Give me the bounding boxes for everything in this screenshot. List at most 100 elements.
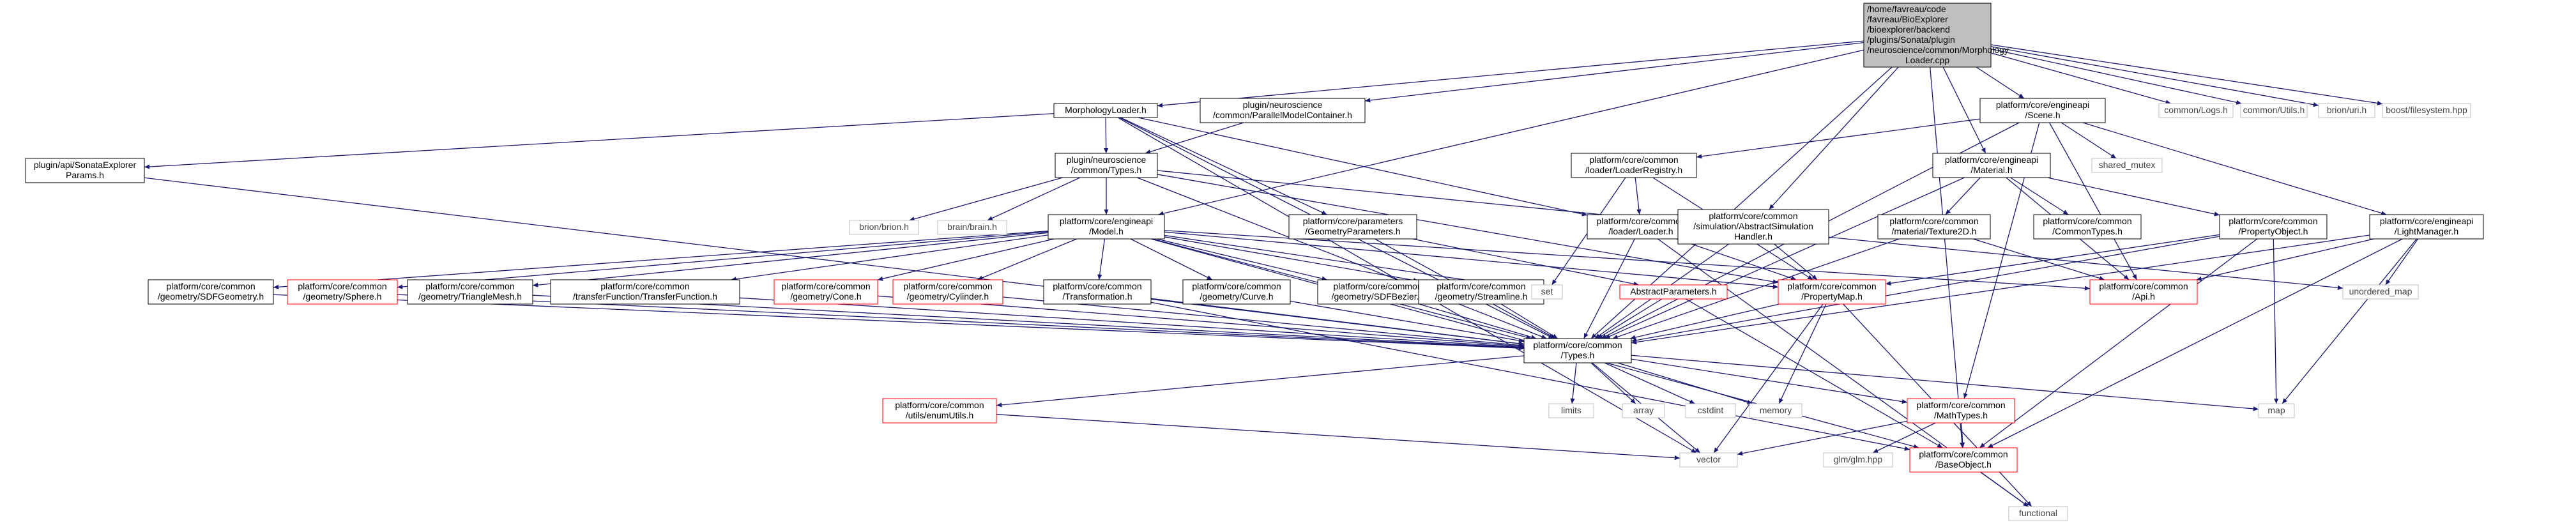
node-brionh: brion/brion.h [849,220,919,235]
node-texture2d[interactable]: platform/core/common/material/Texture2D.… [1877,214,1991,240]
edge-material-to-commontypes [2010,177,2069,215]
node-loaderreg[interactable]: platform/core/common/loader/LoaderRegist… [1571,153,1697,178]
node-model[interactable]: platform/core/engineapi/Model.h [1048,214,1165,240]
edge-scene-to-loaderreg [1696,118,1981,159]
node-abstractsim[interactable]: platform/core/common/simulation/Abstract… [1677,209,1829,245]
edge-lightmgr-to-map [2282,238,2418,404]
node-label-sdfgeom-line-1: /geometry/SDFGeometry.h [158,291,264,302]
node-cylinder[interactable]: platform/core/common/geometry/Cylinder.h [892,279,1003,305]
node-label-lightmgr-line-0: platform/core/engineapi [2380,216,2473,226]
node-box-transfer [550,279,740,305]
node-brionuri: brion/uri.h [2318,103,2375,118]
node-box-shared_mutex [2091,158,2163,173]
edge-model-to-cylinder [977,238,1078,280]
edge-enumutils-to-vector [996,414,1680,461]
node-label-baseobject-line-1: /BaseObject.h [1935,459,1992,470]
node-transformation[interactable]: platform/core/common/Transformation.h [1043,279,1152,305]
node-propobject[interactable]: platform/core/common/PropertyObject.h [2219,214,2328,240]
node-label-utils-line-0: common/Utils.h [2243,105,2305,115]
node-label-loader-line-1: /loader/Loader.h [1608,226,1673,236]
edge-material-to-texture2d [1945,177,1981,215]
edge-model-to-transformation [1097,238,1106,280]
node-enumutils[interactable]: platform/core/common/utils/enumUtils.h [882,398,997,424]
node-array: array [1622,403,1665,418]
node-sdfgeom[interactable]: platform/core/common/geometry/SDFGeometr… [148,279,274,305]
edge-lightmgr-to-coretypes [1631,234,2370,345]
edge-coretypes-to-map [1631,355,2259,411]
node-box-coretypes [1523,338,1632,363]
node-box-glm [1823,452,1893,468]
node-box-functional [2008,506,2068,521]
node-label-functional-line-0: functional [2019,508,2057,518]
node-lightmgr[interactable]: platform/core/engineapi/LightManager.h [2369,214,2484,240]
node-parallel[interactable]: plugin/neuroscience/common/ParallelModel… [1200,98,1366,123]
node-logs: common/Logs.h [2158,103,2234,118]
node-label-transfer-line-0: platform/core/common [600,281,689,291]
node-transfer[interactable]: platform/core/common/transferFunction/Tr… [550,279,740,305]
node-morphloader[interactable]: MorphologyLoader.h [1053,103,1158,118]
edge-root-to-utils [1990,49,2242,105]
node-label-transfer-line-1: /transferFunction/TransferFunction.h [573,291,717,302]
edge-loader-to-coretypes [1583,238,1635,339]
node-glm: glm/glm.hpp [1823,452,1893,468]
node-box-model [1048,214,1165,240]
edge-texture2d-to-api [1972,238,2105,281]
node-box-material [1932,153,2051,178]
edge-loaderreg-to-loader [1635,177,1642,215]
node-label-texture2d-line-1: /material/Texture2D.h [1891,226,1976,236]
node-brainh: brain/brain.h [937,220,1007,235]
node-baseobject[interactable]: platform/core/common/BaseObject.h [1909,447,2018,473]
node-api[interactable]: platform/core/common/Api.h [2089,279,2198,305]
node-coretypes[interactable]: platform/core/common/Types.h [1523,338,1632,363]
edge-root-to-model [1158,49,1864,216]
node-streamline[interactable]: platform/core/common/geometry/Streamline… [1418,279,1544,305]
node-utils: common/Utils.h [2240,103,2308,118]
node-geomparams[interactable]: platform/core/parameters/GeometryParamet… [1288,214,1417,240]
node-label-propobject-line-1: /PropertyObject.h [2239,226,2308,236]
node-material[interactable]: platform/core/engineapi/Material.h [1932,153,2051,178]
edge-transformation-to-coretypes [1150,298,1525,346]
edge-model-to-trimesh [532,232,1049,287]
node-commontypes[interactable]: platform/core/common/CommonTypes.h [2033,214,2142,240]
edge-model-to-curve [1130,238,1213,280]
node-label-trimesh-line-0: platform/core/common [425,281,514,291]
node-sphere[interactable]: platform/core/common/geometry/Sphere.h [287,279,398,305]
node-box-brionuri [2318,103,2375,118]
node-label-root-line-0: /home/favreau/code [1867,4,1946,14]
node-label-coretypes-line-0: platform/core/common [1533,340,1622,350]
edge-morphloader-to-sonataparams [144,113,1055,169]
node-filesystem: boost/filesystem.hpp [2382,103,2471,118]
edge-material-to-propobject [2047,177,2220,217]
edge-model-to-api [1164,230,2091,291]
node-sdfbezier[interactable]: platform/core/common/geometry/SDFBezier.… [1317,279,1438,305]
edge-morphloader-to-geomparams [1120,117,1327,215]
edge-propobject-to-coretypes [1631,236,2220,343]
node-label-sdfbezier-line-0: platform/core/common [1333,281,1422,291]
node-box-trimesh [407,279,533,305]
node-box-sonataparams [25,158,145,183]
edge-coretypes-to-mathtypes [1631,358,1908,404]
node-curve[interactable]: platform/core/common/geometry/Curve.h [1182,279,1291,305]
node-label-commontypes-line-1: /CommonTypes.h [2052,226,2123,236]
node-label-sonataparams-line-0: plugin/api/SonataExplorer [34,160,137,170]
node-label-root-line-3: /plugins/Sonata/plugin [1867,34,1955,45]
node-mathtypes[interactable]: platform/core/common/MathTypes.h [1907,398,2015,424]
node-root[interactable]: /home/favreau/code/favreau/BioExplorer/b… [1863,3,2009,68]
node-box-brionh [849,220,919,235]
node-abstractparams[interactable]: AbstractParameters.h [1619,284,1728,300]
node-box-enumutils [882,398,997,424]
node-label-map-line-0: map [2267,405,2285,415]
node-label-cstdint-line-0: cstdint [1698,405,1724,415]
node-scene[interactable]: platform/core/engineapi/Scene.h [1979,98,2106,123]
node-propmap[interactable]: platform/core/common/PropertyMap.h [1778,279,1886,305]
edge-propobject-to-propmap [1885,234,2220,286]
node-box-baseobject [1909,447,2018,473]
node-trimesh[interactable]: platform/core/common/geometry/TriangleMe… [407,279,533,305]
node-cone[interactable]: platform/core/common/geometry/Cone.h [774,279,878,305]
node-label-abstractsim-line-0: platform/core/common [1709,211,1797,221]
node-box-abstractsim [1677,209,1829,245]
node-nstypes[interactable]: plugin/neuroscience/common/Types.h [1055,153,1158,178]
edge-abstractsim-to-propmap [1774,243,1818,280]
node-box-sdfgeom [148,279,274,305]
